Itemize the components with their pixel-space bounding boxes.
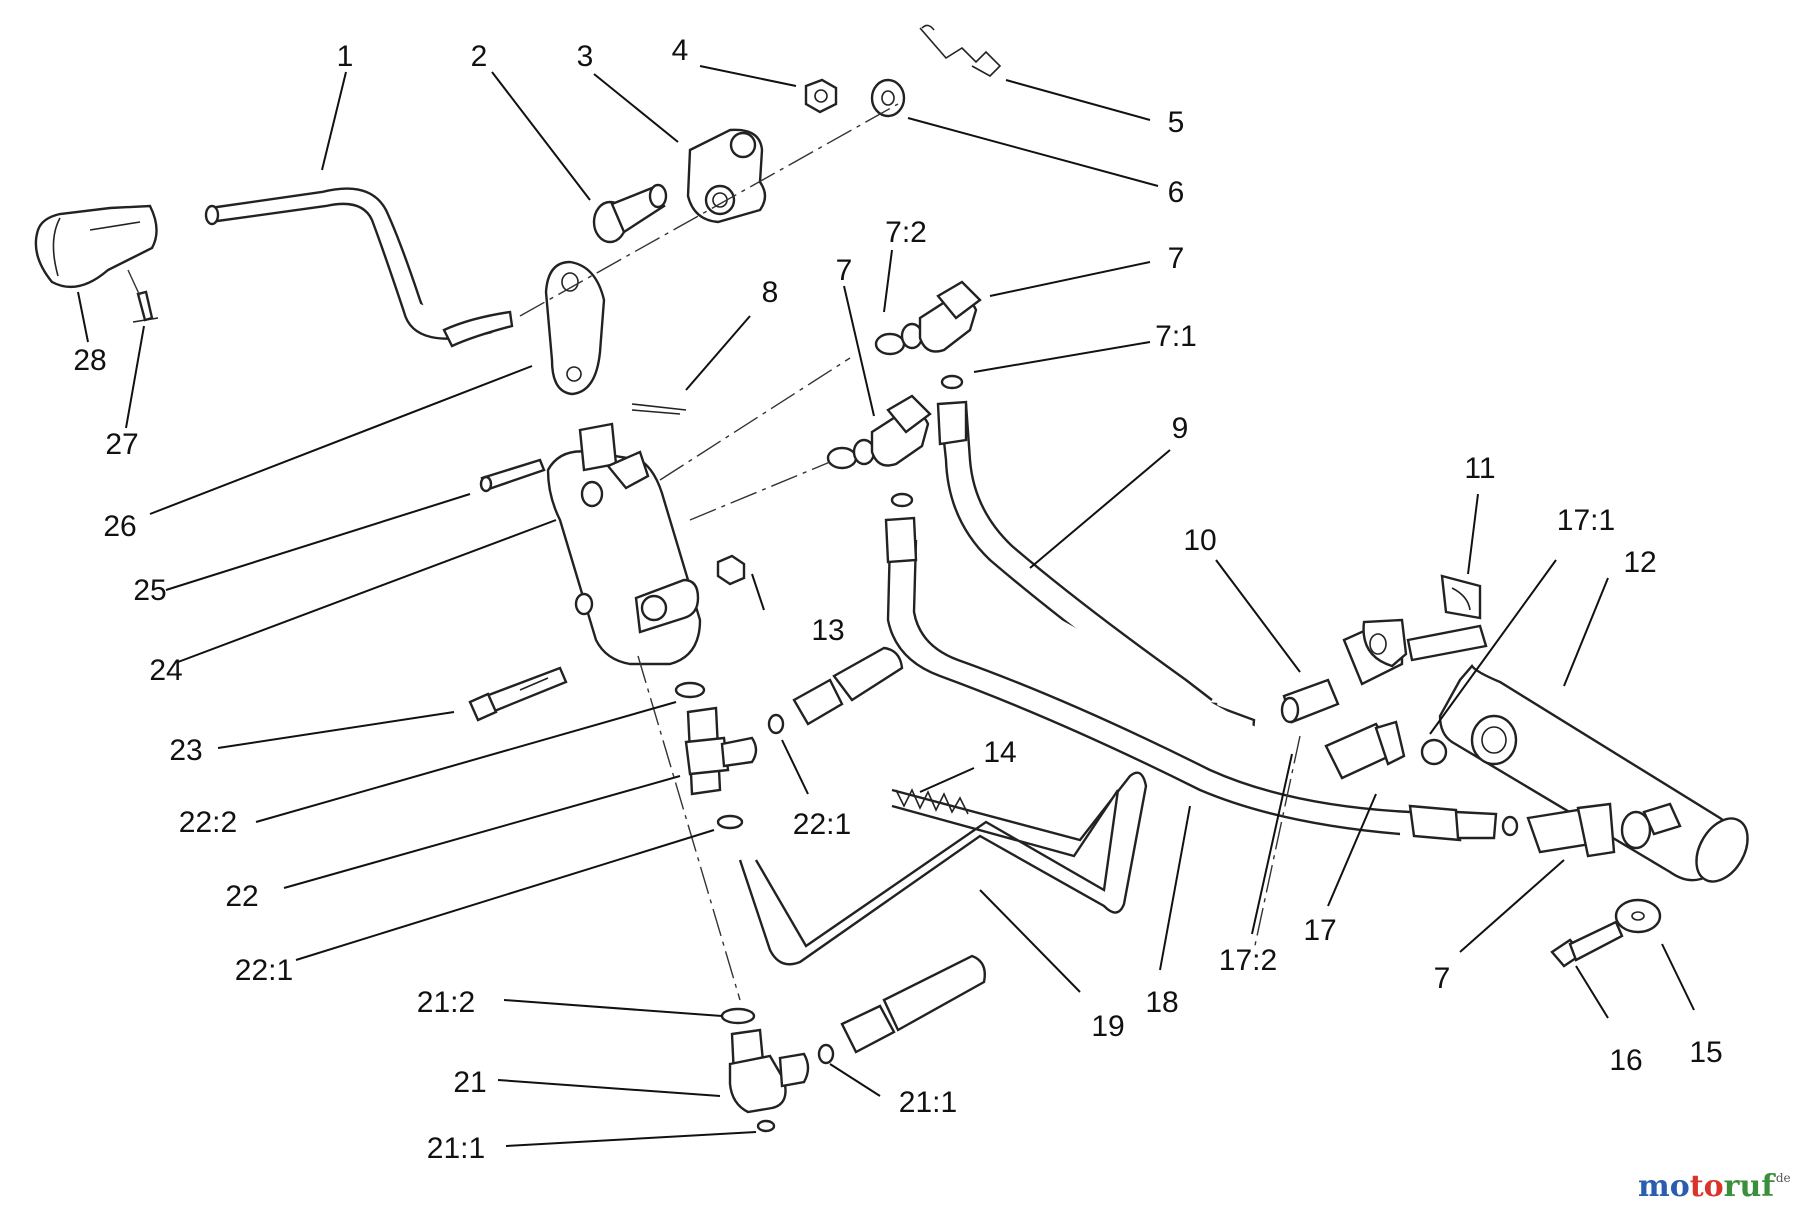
o-ring-7-1-part: [940, 374, 964, 390]
callout-13: 13: [811, 614, 844, 647]
callout-5: 5: [1168, 106, 1185, 139]
callout-25: 25: [133, 574, 166, 607]
callout-27: 27: [105, 428, 138, 461]
svg-text:motoruf: motoruf: [1638, 1169, 1776, 1204]
callout-7-top: 7: [1168, 242, 1185, 275]
callout-labels: 1 2 3 4 5 6 7:2 7 7 7:1 8 9 10 11 12 13 …: [73, 34, 1722, 1165]
callout-22-1-right: 22:1: [793, 808, 851, 841]
callout-7-2: 7:2: [885, 216, 927, 249]
callout-19: 19: [1091, 1010, 1124, 1043]
tube-19-part: [738, 771, 1148, 966]
callout-10: 10: [1183, 524, 1216, 557]
valve-body-part: [546, 422, 702, 666]
o-ring-22-1b-part: [716, 814, 744, 830]
nut-part: [804, 78, 838, 114]
callout-3: 3: [577, 40, 594, 73]
watermark-part-3: ruf: [1724, 1169, 1777, 1204]
callout-15: 15: [1689, 1036, 1722, 1069]
callout-11: 11: [1464, 452, 1495, 485]
o-ring-18-part: [1501, 815, 1519, 837]
nut-13-part: [716, 554, 746, 586]
hose-end-lower-part: [840, 954, 986, 1054]
tee-fitting-part: [684, 706, 758, 796]
elbow-7-lower-part: [1526, 802, 1652, 858]
o-ring-22-2-part: [674, 681, 706, 699]
washer-15-part: [1614, 898, 1662, 934]
pin-10-part: [1280, 678, 1340, 724]
callout-7-1: 7:1: [1155, 320, 1197, 353]
callout-21-1-bottom: 21:1: [427, 1132, 485, 1165]
o-ring-21-1-part: [817, 1043, 835, 1065]
callout-22-2: 22:2: [179, 806, 237, 839]
washer-part: [870, 78, 906, 118]
callout-6: 6: [1168, 176, 1185, 209]
callout-17: 17: [1303, 914, 1336, 947]
watermark-part-1: mo: [1638, 1169, 1690, 1204]
watermark-logo: motoruf .de: [1638, 1169, 1791, 1204]
callout-17-2: 17:2: [1219, 944, 1277, 977]
rivet-part: [127, 269, 159, 323]
control-lever-part: [204, 187, 514, 348]
callout-1: 1: [337, 40, 354, 73]
watermark-suffix: .de: [1772, 1171, 1791, 1185]
assembly-centerlines: [519, 103, 1301, 1001]
callout-8: 8: [762, 276, 779, 309]
lever-plate-part: [544, 260, 606, 396]
pin-part: [479, 458, 546, 493]
bolt-part: [468, 666, 568, 722]
leader-lines: [77, 65, 1695, 1147]
o-ring-22-1-part: [767, 713, 785, 735]
o-ring-21-2-part: [720, 1007, 756, 1025]
callout-23: 23: [169, 734, 202, 767]
elbow-fitting-middle-part: [826, 394, 932, 470]
clip-11-part: [1440, 574, 1482, 620]
callout-21: 21: [453, 1066, 486, 1099]
handle-grip-part: [34, 204, 158, 289]
callout-7-mid: 7: [836, 254, 853, 287]
callout-14: 14: [983, 736, 1016, 769]
callout-21-1-right: 21:1: [899, 1086, 957, 1119]
callout-7-bottom: 7: [1434, 962, 1451, 995]
callout-12: 12: [1623, 546, 1656, 579]
hose-end-upper-part: [792, 646, 904, 726]
callout-9: 9: [1172, 412, 1189, 445]
hose-18-part: [884, 516, 1498, 842]
callout-4: 4: [672, 34, 689, 67]
hydraulic-cylinder-part: [1342, 618, 1749, 883]
cotter-pin-part: [631, 403, 687, 415]
callout-22: 22: [225, 880, 258, 913]
elbow-21-part: [728, 1028, 810, 1114]
callout-2: 2: [471, 40, 488, 73]
hair-pin-clip-part: [919, 24, 1002, 77]
callout-26: 26: [103, 510, 136, 543]
callout-16: 16: [1609, 1044, 1642, 1077]
spring-part: [895, 788, 969, 815]
callout-17-1: 17:1: [1557, 504, 1615, 537]
o-ring-21-1b-part: [756, 1119, 776, 1133]
elbow-17-part: [1324, 720, 1448, 780]
elbow-fitting-upper-part: [874, 280, 982, 356]
callout-22-1-left: 22:1: [235, 954, 293, 987]
watermark-part-2: to: [1690, 1169, 1724, 1204]
callout-18: 18: [1145, 986, 1178, 1019]
callout-28: 28: [73, 344, 106, 377]
callout-24: 24: [149, 654, 182, 687]
o-ring-7-1b-part: [890, 492, 914, 508]
callout-21-2: 21:2: [417, 986, 475, 1019]
bolt-16-part: [1550, 920, 1624, 968]
pivot-bracket-part: [686, 128, 767, 224]
clevis-pin-part: [592, 183, 668, 244]
